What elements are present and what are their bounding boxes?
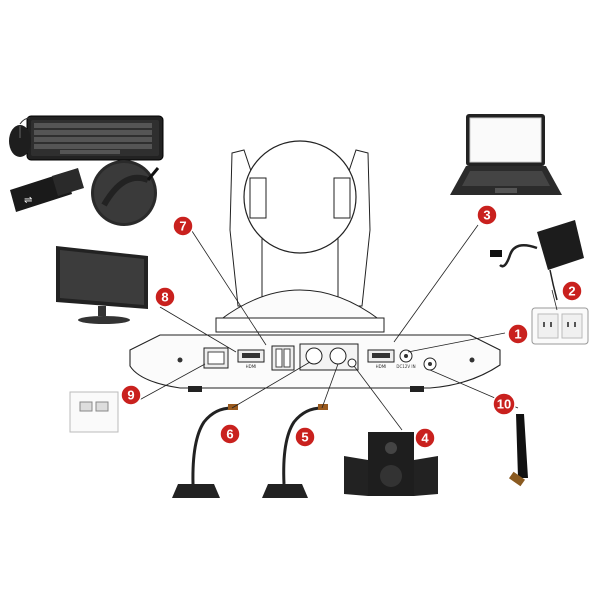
badge-9: 9 — [120, 384, 142, 406]
badge-4: 4 — [414, 427, 436, 449]
badge-8-label: 8 — [161, 290, 168, 305]
badge-2: 2 — [561, 280, 583, 302]
badge-7-label: 7 — [179, 219, 186, 234]
mouse-icon — [9, 117, 31, 157]
badge-5-label: 5 — [301, 430, 308, 445]
badge-3: 3 — [476, 204, 498, 226]
badge-5: 5 — [294, 426, 316, 448]
camera-lens — [243, 140, 357, 254]
antenna-icon — [508, 414, 528, 487]
xlr-ports — [299, 343, 359, 371]
dc-power-port: DC12V IN — [396, 349, 416, 369]
hdmi-right-label: HDMI — [376, 364, 387, 369]
badge-10: 10 — [492, 392, 516, 416]
badge-3-label: 3 — [483, 208, 490, 223]
usb-drive-icon: ⇌ — [10, 168, 84, 212]
speaker-icon — [344, 432, 438, 496]
ethernet-port — [203, 347, 229, 369]
svg-text:⇌: ⇌ — [24, 195, 32, 206]
badge-1: 1 — [507, 323, 529, 345]
badge-7: 7 — [172, 215, 194, 237]
dc-in-label: DC12V IN — [396, 364, 415, 369]
monitor-icon — [56, 246, 148, 324]
usb-ports — [271, 345, 295, 371]
ptz-camera — [215, 140, 385, 333]
badge-6: 6 — [219, 423, 241, 445]
badge-10-label: 10 — [497, 397, 511, 412]
gooseneck-microphone-icon-2 — [262, 404, 328, 498]
gooseneck-microphone-icon — [172, 404, 238, 498]
badge-6-label: 6 — [226, 427, 233, 442]
wall-outlet-icon — [531, 307, 589, 345]
hdmi-port-left: HDMI — [237, 349, 265, 369]
hdmi-port-right: HDMI — [367, 349, 395, 369]
badge-2-label: 2 — [568, 284, 575, 299]
wireless-dongle-icon — [91, 160, 160, 226]
badge-8: 8 — [154, 286, 176, 308]
badge-9-label: 9 — [127, 388, 134, 403]
ethernet-wall-plate-icon — [69, 391, 119, 433]
hdmi-left-label: HDMI — [246, 364, 257, 369]
keyboard-icon — [26, 115, 164, 161]
badge-4-label: 4 — [421, 431, 429, 446]
laptop-icon — [450, 114, 562, 195]
badge-1-label: 1 — [514, 327, 521, 342]
power-adapter-icon — [490, 220, 584, 301]
antenna-port — [423, 357, 437, 371]
